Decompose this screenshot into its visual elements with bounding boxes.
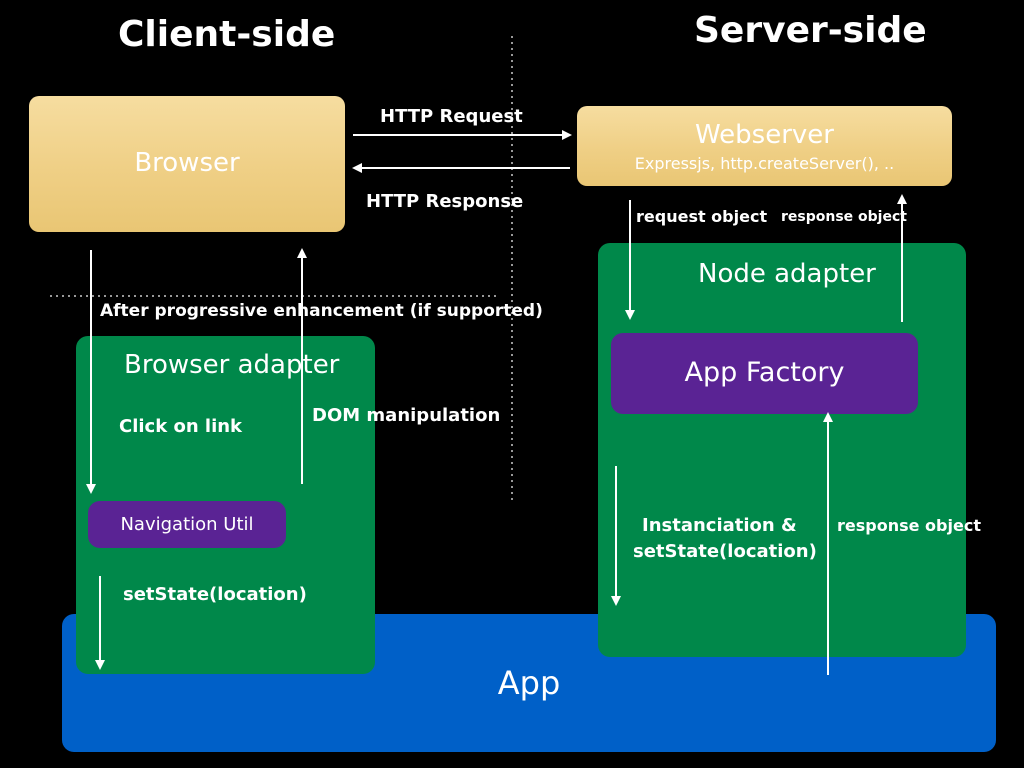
dom-manipulation-label: DOM manipulation (312, 405, 501, 426)
request-object-label: request object (636, 207, 768, 226)
instanciation-label: Instanciation & (642, 515, 797, 536)
http-response-label: HTTP Response (366, 191, 524, 212)
navigation-util-box: Navigation Util (88, 501, 286, 548)
app-factory-box: App Factory (611, 333, 918, 414)
webserver-sub-label: Expressjs, http.createServer(), .. (634, 154, 895, 173)
browser-label: Browser (134, 148, 240, 178)
navigation-util-label: Navigation Util (120, 514, 254, 535)
browser-adapter-title: Browser adapter (124, 350, 340, 380)
node-adapter-title: Node adapter (698, 259, 876, 289)
client-set-state-label: setState(location) (123, 584, 307, 605)
response-object-bottom-label: response object (837, 516, 981, 535)
server-set-state-label: setState(location) (633, 541, 817, 562)
webserver-box: Webserver Expressjs, http.createServer()… (577, 106, 952, 186)
browser-box: Browser (29, 96, 345, 232)
progressive-enhancement-note: After progressive enhancement (if suppor… (100, 301, 543, 321)
webserver-label: Webserver (695, 120, 834, 150)
click-on-link-label: Click on link (119, 416, 243, 437)
node-adapter-box: Node adapter (598, 243, 966, 657)
http-request-label: HTTP Request (380, 106, 523, 127)
response-object-top-label: response object (781, 209, 907, 225)
client-side-title: Client-side (118, 14, 336, 55)
app-label: App (497, 664, 561, 702)
server-side-title: Server-side (694, 10, 927, 51)
app-factory-label: App Factory (684, 357, 845, 388)
